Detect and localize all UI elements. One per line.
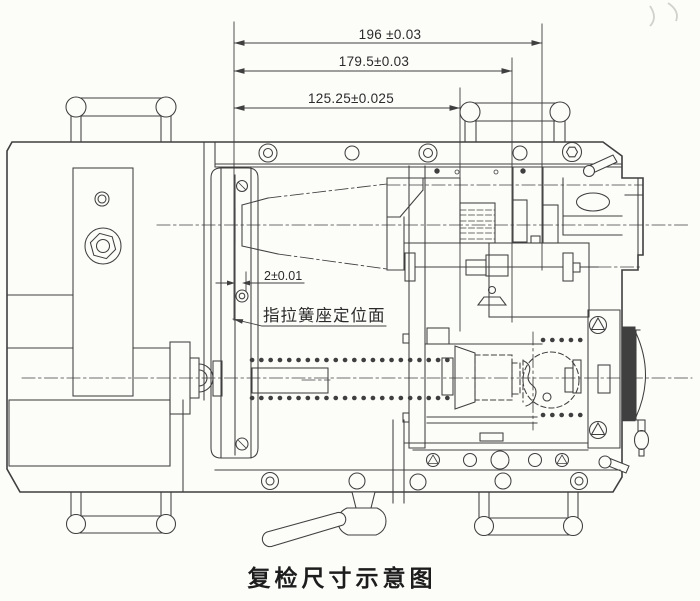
carry-handle-bottom-right <box>473 491 584 537</box>
dim-label-gap: 2±0.01 <box>264 269 302 283</box>
knurled-handwheel <box>598 326 650 474</box>
centering-cone <box>454 345 476 410</box>
hex-socket-hole <box>565 146 579 158</box>
triangle-screw <box>554 452 570 468</box>
dim-label-inner: 125.25±0.025 <box>308 91 394 106</box>
tailstock-carriage <box>424 309 621 449</box>
triangle-screw <box>588 315 608 335</box>
top-rail <box>214 141 623 178</box>
dimension-annotations: 196 ±0.03 179.5±0.03 125.25±0.025 2±0.01 <box>215 21 543 332</box>
scan-smudge <box>649 2 678 27</box>
carry-handle-top-right <box>459 101 571 143</box>
clamp-lever <box>261 491 387 548</box>
screw <box>235 437 249 451</box>
screw <box>235 289 249 303</box>
latch-pin-top-right <box>582 154 618 178</box>
hidden-chuck-outline <box>522 351 580 409</box>
gap-dimension: 2±0.01 <box>215 269 305 292</box>
locating-plate <box>210 167 259 459</box>
upper-adjuster-shaft <box>404 235 641 318</box>
dim-label-middle: 179.5±0.03 <box>339 54 409 69</box>
latch-pin-bottom-right <box>598 455 630 474</box>
hex-bolt <box>84 227 122 265</box>
oval-hole <box>575 192 611 212</box>
left-panel <box>72 167 134 397</box>
triangle-screw <box>588 420 608 440</box>
dim-label-overall: 196 ±0.03 <box>359 27 422 42</box>
machine-body-outline <box>6 141 644 493</box>
thimble-knob <box>633 429 650 451</box>
bottom-rails <box>214 432 621 491</box>
drawing-caption: 复检尺寸示意图 <box>247 565 437 591</box>
lever-grip <box>261 511 347 548</box>
screw <box>235 179 249 193</box>
drawbar-and-springs <box>249 165 451 504</box>
triangle-screw <box>425 452 441 468</box>
carry-handle-top-left <box>65 96 177 143</box>
center-lines <box>21 224 693 379</box>
datum-face-callout: 指拉簧座定位面 <box>232 306 387 327</box>
datum-face-label: 指拉簧座定位面 <box>263 306 386 325</box>
bell-mouth <box>234 183 388 270</box>
carry-handle-bottom-left <box>65 491 177 535</box>
